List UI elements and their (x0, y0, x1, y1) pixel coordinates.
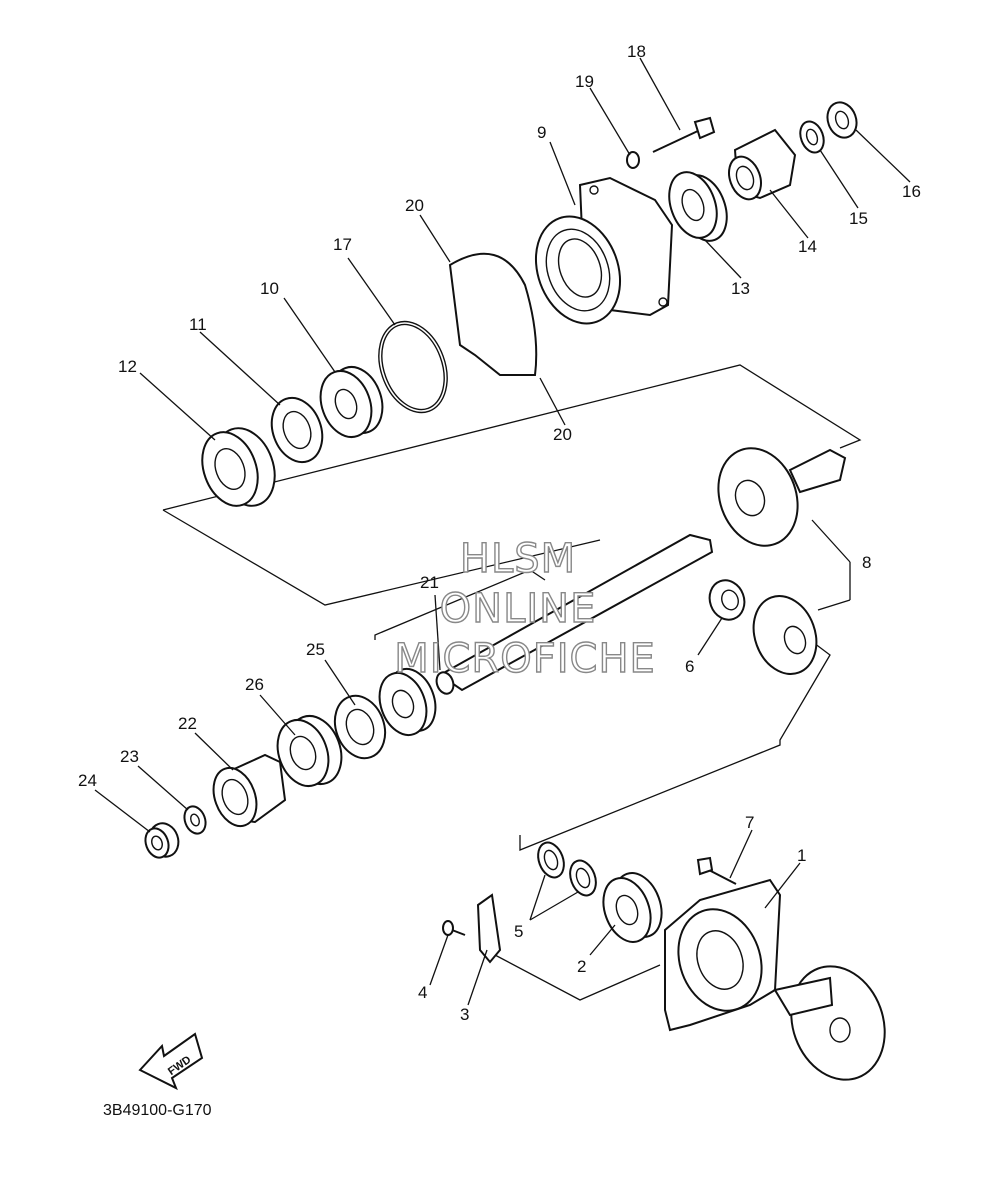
part-25-bearing (333, 668, 437, 760)
part-1-housing (664, 878, 782, 1032)
callout-9: 9 (537, 123, 546, 142)
diagram-code: 3B49100-G170 (103, 1102, 212, 1119)
part-12-seal (201, 427, 276, 507)
callout-10: 10 (260, 279, 279, 298)
part-9-housing (534, 176, 674, 325)
middle-group-frame (374, 569, 546, 640)
watermark: HLSM ONLINE MICROFICHE (393, 535, 656, 682)
callout-23: 23 (120, 747, 139, 766)
part-8-bevel-gear-lower (752, 595, 818, 675)
lower-group-frame-bottom (494, 954, 661, 1001)
part-10-bearing (319, 366, 384, 438)
upper-group-frame-lower (162, 509, 601, 606)
callout-6: 6 (685, 657, 694, 676)
callout-25: 25 (306, 640, 325, 659)
part-14-coupler (728, 128, 797, 201)
part-23-washer (183, 805, 207, 835)
callout-12: 12 (118, 357, 137, 376)
leader-lines (94, 57, 911, 1006)
callout-4: 4 (418, 983, 427, 1002)
callout-14: 14 (798, 237, 817, 256)
watermark-line-3: MICROFICHE (394, 636, 656, 682)
part-21-shaft (435, 533, 714, 695)
part-3-plate (476, 893, 502, 964)
callout-24: 24 (78, 771, 97, 790)
callout-8: 8 (862, 553, 871, 572)
callout-2: 2 (577, 957, 586, 976)
part-20-gasket (448, 252, 538, 376)
part-11-ring (270, 396, 324, 464)
callout-16: 16 (902, 182, 921, 201)
callout-5: 5 (514, 922, 523, 941)
callout-19: 19 (575, 72, 594, 91)
fwd-arrow-icon: FWD (138, 1032, 204, 1091)
drive-gear (773, 965, 886, 1081)
callout-13: 13 (731, 279, 750, 298)
watermark-line-2: ONLINE (440, 586, 597, 632)
callout-1: 1 (797, 846, 806, 865)
part-2-bearing (602, 872, 663, 943)
part-17-o-ring (378, 320, 448, 414)
part-7-bolt (696, 856, 737, 885)
part-5-shims (537, 841, 597, 897)
part-6-nut (708, 579, 746, 621)
watermark-line-1: HLSM (460, 536, 576, 582)
callout-7: 7 (745, 813, 754, 832)
callout-22: 22 (178, 714, 197, 733)
part-13-bearing (668, 171, 728, 242)
part-18-bolt (652, 116, 716, 153)
callout-17: 17 (333, 235, 352, 254)
part-4-screw (442, 920, 466, 936)
callout-numbers: 1 2 3 4 5 6 7 8 9 10 11 12 13 14 15 16 1… (78, 42, 921, 1024)
callout-26: 26 (245, 675, 264, 694)
callout-3: 3 (460, 1005, 469, 1024)
part-19-washer (626, 151, 640, 169)
upper-group-frame (162, 364, 862, 511)
callout-11: 11 (189, 315, 207, 334)
lower-group-frame (519, 639, 831, 851)
callout-15: 15 (849, 209, 868, 228)
callout-18: 18 (627, 42, 646, 61)
callout-20-lower: 20 (553, 425, 572, 444)
callout-21: 21 (420, 573, 439, 592)
part-26-seal (276, 715, 343, 787)
part-15-washer (799, 120, 825, 154)
part-22-needle-bearing (212, 753, 287, 828)
part-8-bevel-gear-upper (717, 447, 847, 547)
part-24-bushing (144, 822, 180, 859)
callout-20-upper: 20 (405, 196, 424, 215)
part-16-nut (826, 101, 858, 139)
